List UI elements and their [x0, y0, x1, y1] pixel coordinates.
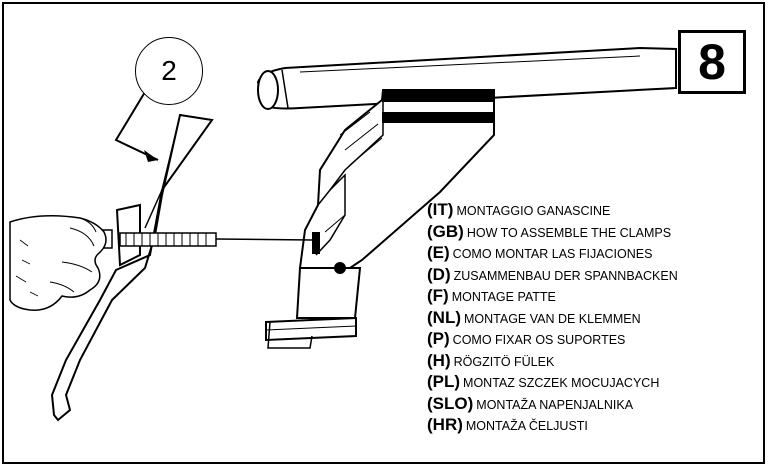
- diagram-frame: [2, 2, 765, 464]
- part-callout-circle: 2: [135, 37, 203, 105]
- language-code: (NL): [427, 307, 461, 327]
- instruction-row-f: (F)MONTAGE PATTE: [427, 285, 762, 307]
- instruction-row-d: (D)ZUSAMMENBAU DER SPANNBACKEN: [427, 264, 762, 286]
- language-code: (SLO): [427, 393, 474, 413]
- instruction-text: MONTAGE PATTE: [451, 290, 556, 304]
- callout-arrowhead: [144, 150, 158, 162]
- instruction-row-pl: (PL)MONTAZ SZCZEK MOCUJACYCH: [427, 371, 762, 393]
- language-code: (HR): [427, 415, 463, 434]
- language-code: (H): [427, 350, 451, 370]
- threaded-bolt: [99, 229, 313, 249]
- instruction-text: HOW TO ASSEMBLE THE CLAMPS: [466, 225, 672, 240]
- instruction-text: MONTAŽA ČELJUSTI: [465, 419, 588, 433]
- part-callout-label: 2: [161, 55, 177, 86]
- roof-bar: [256, 46, 677, 110]
- instruction-row-hr: (HR)MONTAŽA ČELJUSTI: [427, 414, 762, 436]
- instruction-text: ZUSAMMENBAU DER SPANNBACKEN: [453, 268, 678, 283]
- instruction-row-gb: (GB)HOW TO ASSEMBLE THE CLAMPS: [427, 221, 762, 243]
- instruction-text: MONTAGGIO GANASCINE: [456, 204, 611, 218]
- instruction-text: COMO MONTAR LAS FIJACIONES: [452, 247, 653, 261]
- language-code: (F): [427, 286, 449, 305]
- step-number: 8: [698, 34, 726, 90]
- instruction-row-e: (E)COMO MONTAR LAS FIJACIONES: [427, 242, 762, 264]
- instruction-text: RÖGZITÖ FÜLEK: [453, 354, 555, 369]
- callout-leader: [114, 91, 159, 161]
- instruction-row-p: (P)COMO FIXAR OS SUPORTES: [427, 328, 762, 350]
- instruction-text: MONTAZ SZCZEK MOCUJACYCH: [463, 376, 660, 390]
- language-code: (P): [427, 329, 450, 348]
- hand-illustration: [9, 215, 107, 311]
- language-code: (PL): [427, 372, 461, 391]
- step-number-badge: 8: [678, 30, 746, 94]
- instruction-row-it: (IT)MONTAGGIO GANASCINE: [427, 199, 762, 221]
- instruction-text: MONTAGE VAN DE KLEMMEN: [463, 311, 641, 326]
- foot-body: [265, 89, 495, 349]
- instruction-text: MONTAŽA NAPENJALNIKA: [476, 397, 634, 412]
- instruction-list: (IT)MONTAGGIO GANASCINE (GB)HOW TO ASSEM…: [427, 199, 762, 436]
- language-code: (D): [427, 264, 451, 284]
- language-code: (GB): [427, 221, 464, 241]
- language-code: (IT): [427, 200, 454, 219]
- instruction-row-nl: (NL)MONTAGE VAN DE KLEMMEN: [427, 307, 762, 329]
- instruction-text: COMO FIXAR OS SUPORTES: [452, 333, 626, 347]
- instruction-row-h: (H)RÖGZITÖ FÜLEK: [427, 350, 762, 372]
- instruction-row-slo: (SLO)MONTAŽA NAPENJALNIKA: [427, 393, 762, 415]
- language-code: (E): [427, 243, 450, 262]
